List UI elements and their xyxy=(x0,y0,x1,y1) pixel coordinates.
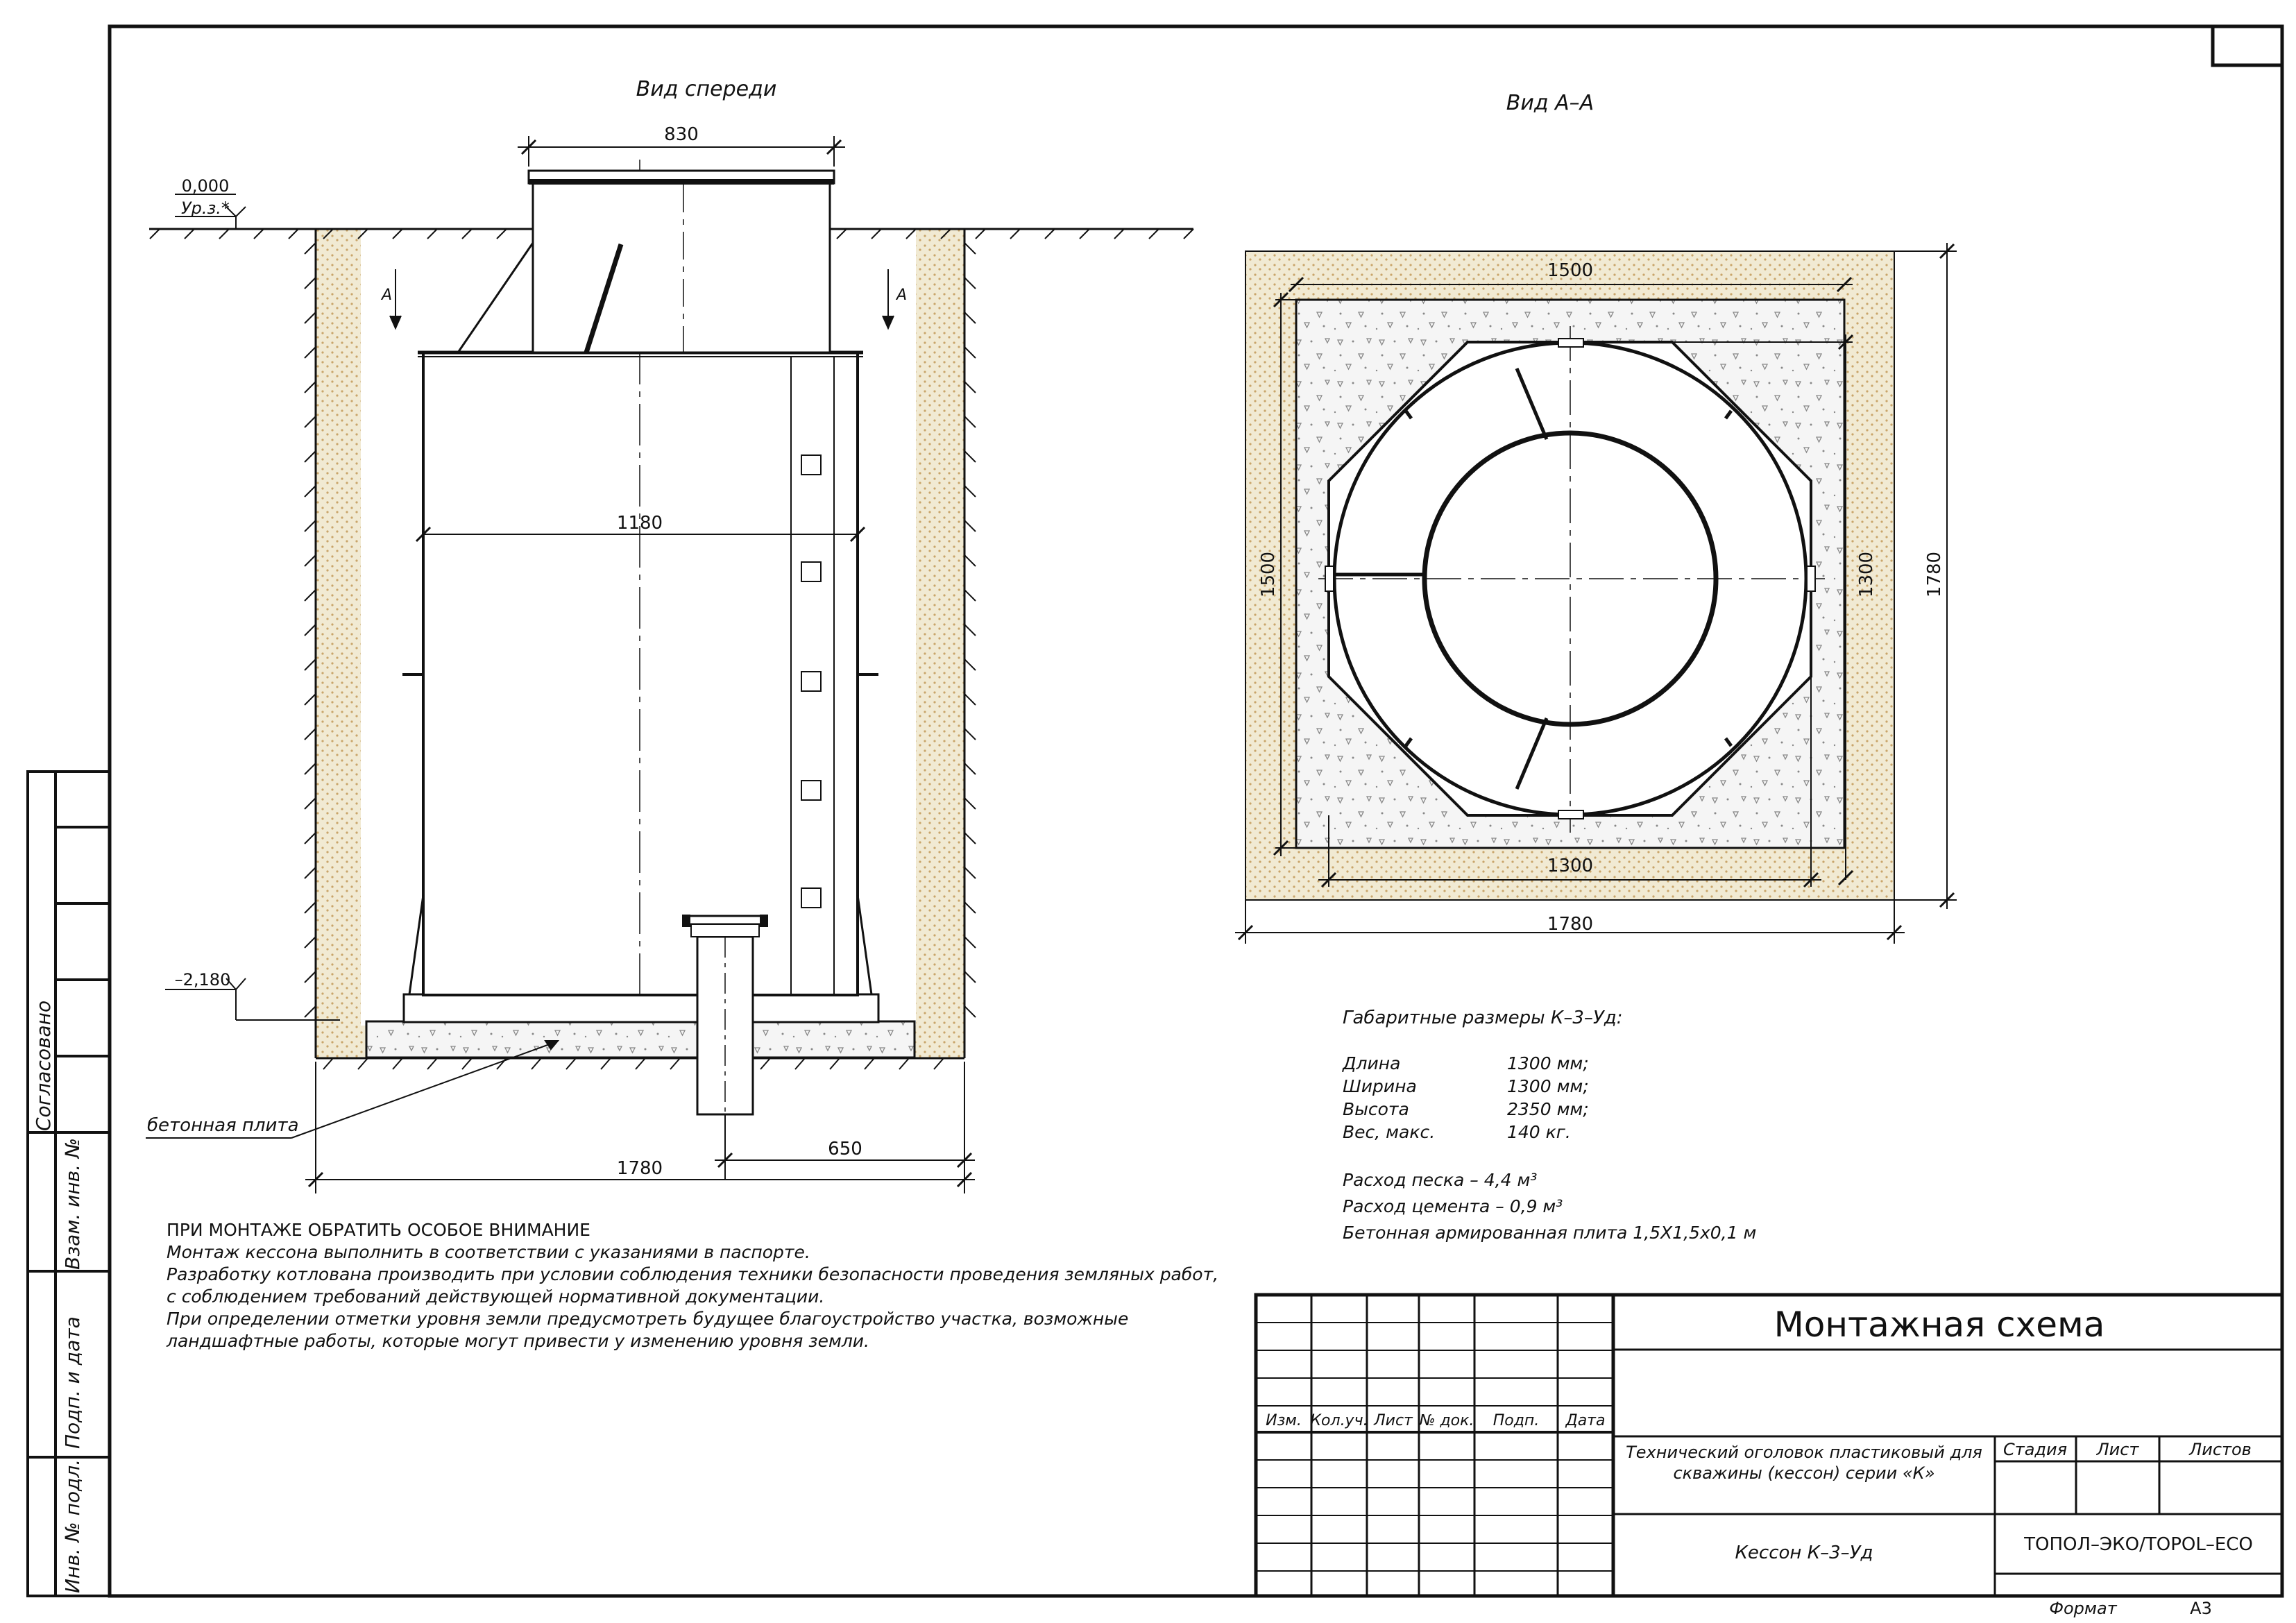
note-line-5: ландшафтные работы, которые могут привес… xyxy=(167,1331,870,1351)
note-line-3: с соблюдением требований действующей нор… xyxy=(167,1286,825,1307)
spec-value-width: 1300 мм; xyxy=(1507,1076,1589,1096)
section-marker-right: А xyxy=(895,287,907,304)
tb-col-date: Дата xyxy=(1565,1412,1606,1429)
tb-title: Монтажная схема xyxy=(1774,1305,2105,1345)
tb-format-label: Формат xyxy=(2049,1599,2117,1618)
spec-label-weight: Вес, макс. xyxy=(1343,1122,1436,1142)
tb-col-list: Лист xyxy=(1373,1412,1413,1429)
stamp-sign-date: Подп. и дата xyxy=(61,1316,84,1449)
spec-cement: Расход цемента – 0,9 м³ xyxy=(1343,1196,1563,1216)
note-line-2: Разработку котлована производить при усл… xyxy=(167,1264,1219,1284)
section-marker-left: А xyxy=(380,287,392,304)
dim-bottom-offset: 650 xyxy=(828,1139,862,1159)
spec-value-weight: 140 кг. xyxy=(1507,1122,1571,1142)
section-view: Вид А–А xyxy=(1235,91,1957,944)
tb-stage: Стадия xyxy=(2003,1440,2067,1459)
notes-heading: ПРИ МОНТАЖЕ ОБРАТИТЬ ОСОБОЕ ВНИМАНИЕ xyxy=(167,1220,590,1240)
title-block xyxy=(1254,1293,2284,1598)
dim-bottom-total: 1780 xyxy=(617,1158,663,1179)
dim-sec-bottom-inner: 1300 xyxy=(1547,856,1593,876)
tb-col-doc: № док. xyxy=(1419,1412,1474,1429)
tb-sheets: Листов xyxy=(2188,1440,2252,1459)
dim-sec-left: 1500 xyxy=(1258,552,1279,597)
dim-sec-right-inner: 1300 xyxy=(1856,552,1877,597)
corner-box xyxy=(2211,24,2284,67)
dim-top-width: 830 xyxy=(664,124,699,145)
dim-sec-right-outer: 1780 xyxy=(1924,552,1945,597)
tb-format-value: А3 xyxy=(2190,1599,2212,1618)
dim-body-width: 1180 xyxy=(617,513,663,534)
spec-sand: Расход песка – 4,4 м³ xyxy=(1343,1170,1538,1190)
spec-value-length: 1300 мм; xyxy=(1507,1053,1589,1073)
note-line-1: Монтаж кессона выполнить в соответствии … xyxy=(167,1242,810,1262)
tb-company: ТОПОЛ–ЭКО/TOPOL–ECO xyxy=(2023,1534,2253,1555)
front-view-title: Вид спереди xyxy=(636,77,777,101)
spec-label-width: Ширина xyxy=(1343,1076,1417,1096)
spec-value-height: 2350 мм; xyxy=(1507,1099,1589,1119)
caisson-body xyxy=(422,351,859,996)
front-view: Вид спереди xyxy=(146,77,1194,1193)
left-stamp xyxy=(26,770,111,1597)
concrete-slab xyxy=(365,1020,916,1059)
slab-label: бетонная плита xyxy=(147,1115,299,1136)
tb-sheet: Лист xyxy=(2096,1440,2140,1459)
stamp-agreed: Согласовано xyxy=(32,1001,55,1131)
tb-desc-line1: Технический оголовок пластиковый для xyxy=(1626,1443,1982,1462)
level-ground-label: Ур.з.* xyxy=(181,198,230,218)
tb-product: Кессон К–3–Уд xyxy=(1735,1543,1873,1563)
tb-col-sign: Подп. xyxy=(1493,1412,1540,1429)
caisson-neck xyxy=(532,169,831,354)
spec-label-length: Длина xyxy=(1343,1053,1401,1073)
dim-sec-bottom-outer: 1780 xyxy=(1547,914,1593,935)
tb-col-izm: Изм. xyxy=(1266,1412,1302,1429)
spec-slab: Бетонная армированная плита 1,5Х1,5х0,1 … xyxy=(1343,1223,1757,1243)
section-view-title: Вид А–А xyxy=(1506,91,1594,115)
tb-desc-line2: скважины (кессон) серии «К» xyxy=(1673,1463,1934,1483)
level-ground-value: 0,000 xyxy=(182,176,230,196)
tb-col-kol: Кол.уч. xyxy=(1310,1412,1368,1429)
level-bottom-value: –2,180 xyxy=(175,970,231,989)
note-line-4: При определении отметки уровня земли пре… xyxy=(167,1309,1129,1329)
specs-title: Габаритные размеры К–3–Уд: xyxy=(1343,1008,1623,1028)
stamp-replace: Взам. инв. № xyxy=(61,1138,84,1270)
spec-label-height: Высота xyxy=(1343,1099,1409,1119)
dim-sec-top: 1500 xyxy=(1547,260,1593,281)
stamp-inv: Инв. № подл. xyxy=(61,1459,84,1593)
